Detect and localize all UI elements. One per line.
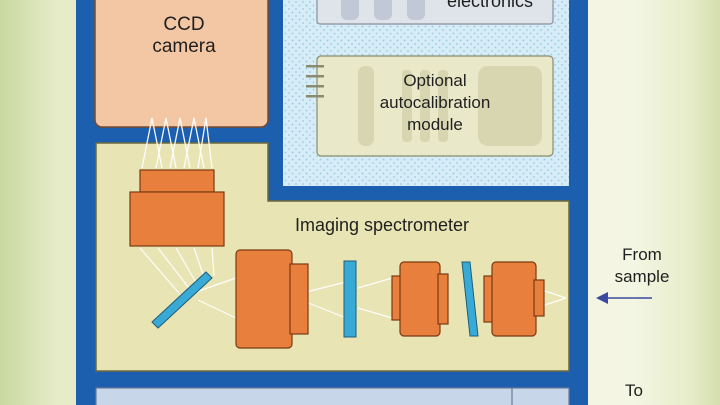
camera-lens-body bbox=[129, 191, 225, 247]
fold-mirror bbox=[151, 271, 213, 329]
bottom-module-box bbox=[95, 387, 570, 405]
main-lens-rear bbox=[235, 249, 293, 349]
from-sample-label: From sample bbox=[614, 245, 670, 286]
ccd-camera-label: CCD camera bbox=[152, 14, 216, 57]
second-lens-body bbox=[399, 261, 441, 337]
to-label: To bbox=[625, 381, 643, 400]
electronics-label: electronics bbox=[446, 0, 534, 11]
spectrometer-label: Imaging spectrometer bbox=[294, 215, 470, 235]
second-lens-flange bbox=[437, 273, 449, 325]
electronics-slot bbox=[407, 0, 425, 20]
from-sample-arrowhead bbox=[596, 292, 608, 304]
autocal-part bbox=[358, 66, 374, 146]
connector-pin bbox=[306, 75, 324, 78]
autocal-part bbox=[438, 70, 448, 142]
input-lens-body bbox=[491, 261, 537, 337]
input-lens-front bbox=[533, 279, 545, 317]
camera-light-rays bbox=[141, 117, 213, 169]
connector-pin bbox=[306, 95, 324, 98]
autocal-part bbox=[420, 70, 430, 142]
autocal-label: Optional autocalibration module bbox=[379, 71, 491, 134]
electronics-slot bbox=[341, 0, 359, 20]
camera-lens-top bbox=[139, 169, 215, 193]
main-lens-front bbox=[289, 263, 309, 335]
electronics-slot bbox=[374, 0, 392, 20]
spectrometer-light-rays bbox=[139, 247, 567, 319]
tilted-filter bbox=[461, 261, 479, 337]
slit-element bbox=[343, 260, 357, 338]
autocal-part bbox=[402, 70, 412, 142]
connector-pin bbox=[306, 85, 324, 88]
autocal-part bbox=[478, 66, 542, 146]
connector-pin bbox=[306, 65, 324, 68]
